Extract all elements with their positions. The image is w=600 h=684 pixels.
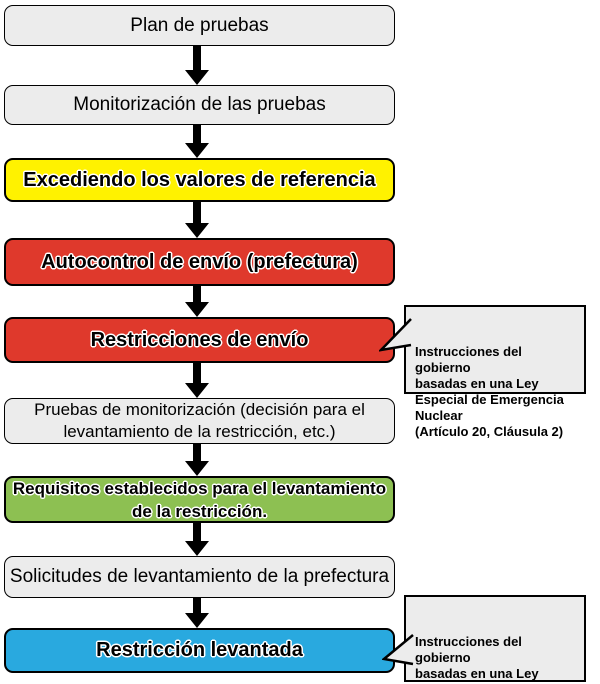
callout-text: Instrucciones del gobierno basadas en un… [415, 634, 564, 684]
down-arrow-icon [185, 444, 209, 476]
step-autocontrol-envio: Autocontrol de envío (prefectura) [4, 238, 395, 286]
step-pruebas-monitorizacion-levantamiento: Pruebas de monitorización (decisión para… [4, 398, 395, 444]
down-arrow-icon [185, 125, 209, 158]
down-arrow-icon [185, 598, 209, 628]
step-plan-de-pruebas: Plan de pruebas [4, 5, 395, 46]
callout-instrucciones-gobierno-2: Instrucciones del gobierno basadas en un… [382, 595, 586, 684]
step-restriccion-levantada: Restricción levantada [4, 628, 395, 673]
step-excediendo-valores: Excediendo los valores de referencia [4, 158, 395, 202]
step-requisitos-levantamiento: Requisitos establecidos para el levantam… [4, 476, 395, 523]
down-arrow-icon [185, 523, 209, 556]
step-solicitudes-levantamiento: Solicitudes de levantamiento de la prefe… [4, 556, 395, 598]
callout-instrucciones-gobierno-1: Instrucciones del gobierno basadas en un… [379, 305, 586, 439]
callout-tail-icon [379, 318, 412, 352]
callout-text: Instrucciones del gobierno basadas en un… [415, 344, 564, 439]
step-restricciones-envio: Restricciones de envío [4, 317, 395, 363]
callout-tail-icon [382, 634, 414, 666]
down-arrow-icon [185, 286, 209, 317]
down-arrow-icon [185, 202, 209, 238]
step-monitorizacion-pruebas: Monitorización de las pruebas [4, 85, 395, 125]
down-arrow-icon [185, 46, 209, 85]
down-arrow-icon [185, 363, 209, 398]
